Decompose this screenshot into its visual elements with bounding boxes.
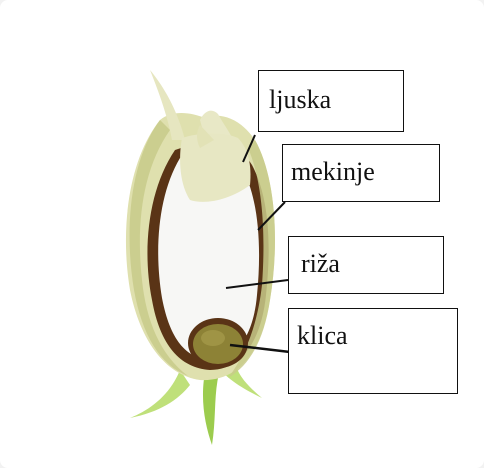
label-mekinje: mekinje (282, 144, 440, 202)
label-riza: riža (288, 236, 444, 294)
label-klica: klica (288, 308, 458, 394)
label-ljuska: ljuska (258, 70, 404, 132)
